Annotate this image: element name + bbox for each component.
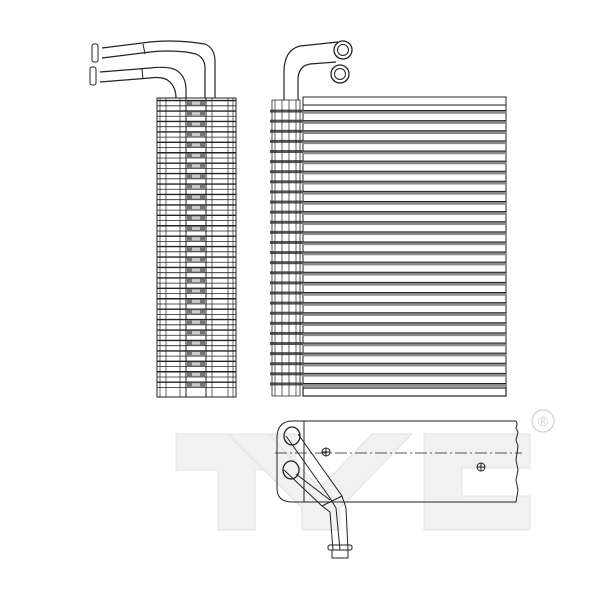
- front-view: [284, 41, 506, 105]
- tyc-watermark: [176, 434, 530, 530]
- front-view-core: [270, 100, 506, 396]
- side-view: [90, 41, 215, 98]
- svg-text:®: ®: [538, 413, 549, 429]
- side-view-core: [157, 98, 236, 397]
- registered-mark: ®: [532, 410, 554, 432]
